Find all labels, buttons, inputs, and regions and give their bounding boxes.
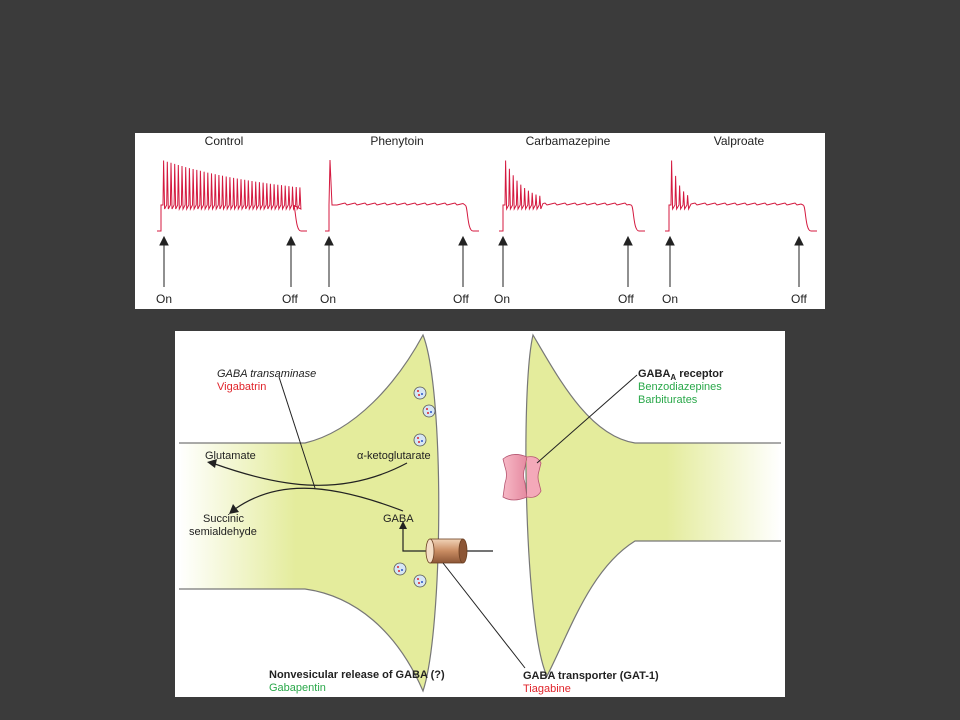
stimulus-arrows — [159, 235, 804, 287]
vesicles — [393, 386, 436, 588]
label-gaba: GABA — [383, 513, 414, 525]
trace-lines — [157, 159, 817, 232]
label-off-control: Off — [282, 292, 298, 306]
vesicle-icon — [422, 404, 436, 418]
arrow-off-phenytoin — [458, 235, 468, 287]
gaba-a-receptor-icon — [502, 454, 542, 501]
arrow-off-carbamazepine — [623, 235, 633, 287]
label-benzodiazepines: Benzodiazepines — [638, 381, 722, 393]
label-gaba-transporter: GABA transporter (GAT-1) — [523, 670, 659, 682]
arrowhead-glutamate — [207, 459, 217, 468]
label-vigabatrin: Vigabatrin — [217, 381, 266, 393]
vesicle-icon — [393, 562, 407, 576]
label-off-carbamazepine: Off — [618, 292, 634, 306]
label-barbiturates: Barbiturates — [638, 394, 698, 406]
label-gabapentin: Gabapentin — [269, 682, 326, 694]
label-succinic: Succinic — [203, 513, 244, 525]
label-semialdehyde: semialdehyde — [189, 526, 257, 538]
vesicle-icon — [413, 433, 427, 447]
label-gaba-a-receptor: GABAA receptor — [638, 368, 724, 382]
label-gaba-transaminase: GABA transaminase — [217, 368, 316, 380]
vesicle-icon — [413, 386, 427, 400]
label-off-valproate: Off — [791, 292, 807, 306]
label-on-phenytoin: On — [320, 292, 336, 306]
label-on-valproate: On — [662, 292, 678, 306]
trace-panel: Control Phenytoin Carbamazepine Valproat… — [135, 133, 825, 309]
arrow-off-control — [286, 235, 296, 287]
trace-control — [157, 160, 307, 232]
label-tiagabine: Tiagabine — [523, 683, 571, 695]
gat1-transporter-icon — [425, 538, 468, 564]
postsynaptic-terminal — [525, 335, 781, 676]
vesicle-icon — [413, 574, 427, 588]
gaba-uptake-arrow — [402, 527, 429, 552]
arrow-on-carbamazepine — [498, 235, 508, 287]
trace-title-phenytoin: Phenytoin — [370, 134, 423, 148]
arrow-on-control — [159, 235, 169, 287]
trace-valproate — [665, 160, 817, 232]
trace-phenytoin — [325, 159, 479, 232]
arrowhead-succinic — [229, 504, 239, 514]
transporter-leader — [442, 562, 526, 669]
synapse-diagram: GABA transaminase Vigabatrin Glutamate α… — [179, 333, 781, 695]
postsynaptic-membrane — [525, 333, 781, 678]
trace-title-control: Control — [205, 134, 244, 148]
label-on-control: On — [156, 292, 172, 306]
arrow-on-valproate — [665, 235, 675, 287]
trace-carbamazepine — [499, 160, 645, 232]
trace-title-carbamazepine: Carbamazepine — [526, 134, 611, 148]
arrow-off-valproate — [794, 235, 804, 287]
arrowhead-gaba — [399, 521, 407, 529]
arrow-on-phenytoin — [324, 235, 334, 287]
label-alpha-ketoglutarate: α-ketoglutarate — [357, 450, 431, 462]
label-off-phenytoin: Off — [453, 292, 469, 306]
receptor-leader — [536, 374, 638, 464]
synapse-panel: GABA transaminase Vigabatrin Glutamate α… — [175, 331, 785, 697]
trace-figure: Control Phenytoin Carbamazepine Valproat… — [156, 134, 817, 306]
trace-title-valproate: Valproate — [714, 134, 765, 148]
label-glutamate: Glutamate — [205, 450, 256, 462]
presynaptic-terminal — [179, 335, 439, 691]
label-on-carbamazepine: On — [494, 292, 510, 306]
label-nonvesicular-release: Nonvesicular release of GABA (?) — [269, 669, 445, 681]
presynaptic-membrane — [179, 333, 440, 693]
transaminase-leader — [278, 376, 316, 489]
